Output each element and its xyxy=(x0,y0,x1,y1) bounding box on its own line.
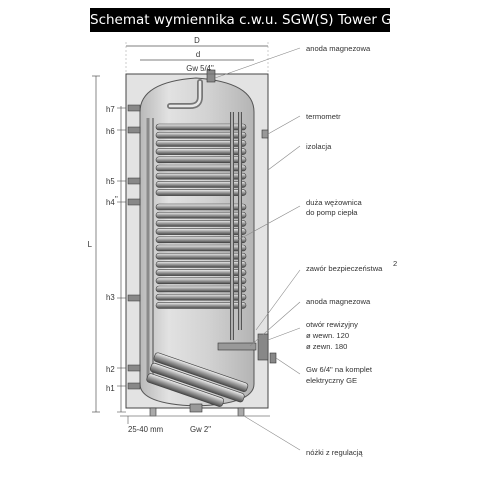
middle-anode xyxy=(217,342,257,351)
dim-h4: h4 xyxy=(106,198,115,207)
coil-turn xyxy=(155,293,247,301)
coil-turn xyxy=(155,252,247,260)
foot-right xyxy=(237,407,245,417)
label-coil-line2: do pomp ciepła xyxy=(306,208,358,217)
label-valve: zawór bezpieczeństwa xyxy=(306,264,383,273)
label-ge-line1: Gw 6/4" na komplet xyxy=(306,365,373,374)
side-nozzle xyxy=(127,364,141,372)
side-connections xyxy=(127,104,141,390)
coil-turn xyxy=(155,244,247,252)
coil-turn xyxy=(155,164,247,172)
bottom-connection xyxy=(189,403,203,413)
coil-turn xyxy=(155,302,247,309)
top-connection xyxy=(206,69,216,83)
thermometer-port xyxy=(261,129,269,139)
label-valve-mark: 2 xyxy=(393,259,397,268)
coil-turn xyxy=(155,189,247,196)
label-feet: nóżki z regulacją xyxy=(306,448,363,457)
dim-h7: h7 xyxy=(106,105,115,114)
label-hatch-line2: ø wewn. 120 xyxy=(306,331,349,340)
dim-h2: h2 xyxy=(106,365,115,374)
dim-h3: h3 xyxy=(106,293,115,302)
inspection-hatch xyxy=(257,333,269,361)
label-coil-line1: duża wężownica xyxy=(306,198,362,207)
dim-h4-mark: " xyxy=(115,195,118,204)
label-ge-line2: elektryczny GE xyxy=(306,376,357,385)
label-hatch-line1: otwór rewizyjny xyxy=(306,320,358,329)
side-nozzle xyxy=(127,294,141,302)
coil-turn xyxy=(155,228,247,235)
coil-turn xyxy=(155,140,247,147)
coil-turn xyxy=(155,211,247,219)
ge-connection xyxy=(269,352,277,364)
dim-d: d xyxy=(196,50,200,59)
dim-h6: h6 xyxy=(106,127,115,136)
dim-gw-bottom: Gw 2" xyxy=(190,425,211,434)
dim-h1: h1 xyxy=(106,384,115,393)
coil-turn xyxy=(155,181,247,188)
coil-turn xyxy=(155,236,247,244)
side-nozzle xyxy=(127,104,141,112)
side-nozzle xyxy=(127,177,141,185)
electric-heater xyxy=(146,352,249,407)
label-thermometer: termometr xyxy=(306,112,341,121)
dim-D: D xyxy=(194,36,200,45)
coil-turn xyxy=(155,156,247,164)
coil-turn xyxy=(155,285,247,293)
label-insulation: izolacja xyxy=(306,142,332,151)
coil-turn xyxy=(155,203,247,211)
coil-turn xyxy=(155,172,247,180)
label-anode-top: anoda magnezowa xyxy=(306,44,371,53)
coil-turn xyxy=(155,131,247,139)
coil-turn xyxy=(155,261,247,268)
foot-left xyxy=(149,407,157,417)
side-nozzle xyxy=(127,198,141,206)
label-hatch-line3: ø zewn. 180 xyxy=(306,342,347,351)
coil-turn xyxy=(155,123,247,131)
dim-gw-top: Gw 5/4" xyxy=(186,64,214,73)
side-nozzle xyxy=(127,382,141,390)
dim-h5: h5 xyxy=(106,177,115,186)
coil-turn xyxy=(155,220,247,227)
diagram-title: Schemat wymiennika c.w.u. SGW(S) Tower G… xyxy=(90,8,390,32)
label-anode-mid: anoda magnezowa xyxy=(306,297,371,306)
coil-turn xyxy=(155,277,247,285)
coil-turn xyxy=(155,269,247,276)
dim-bottom-offset: 25-40 mm xyxy=(128,425,163,434)
coil-turn xyxy=(155,148,247,155)
side-nozzle xyxy=(127,126,141,134)
heat-pump-coil xyxy=(155,123,247,309)
dim-L: L xyxy=(88,240,93,249)
